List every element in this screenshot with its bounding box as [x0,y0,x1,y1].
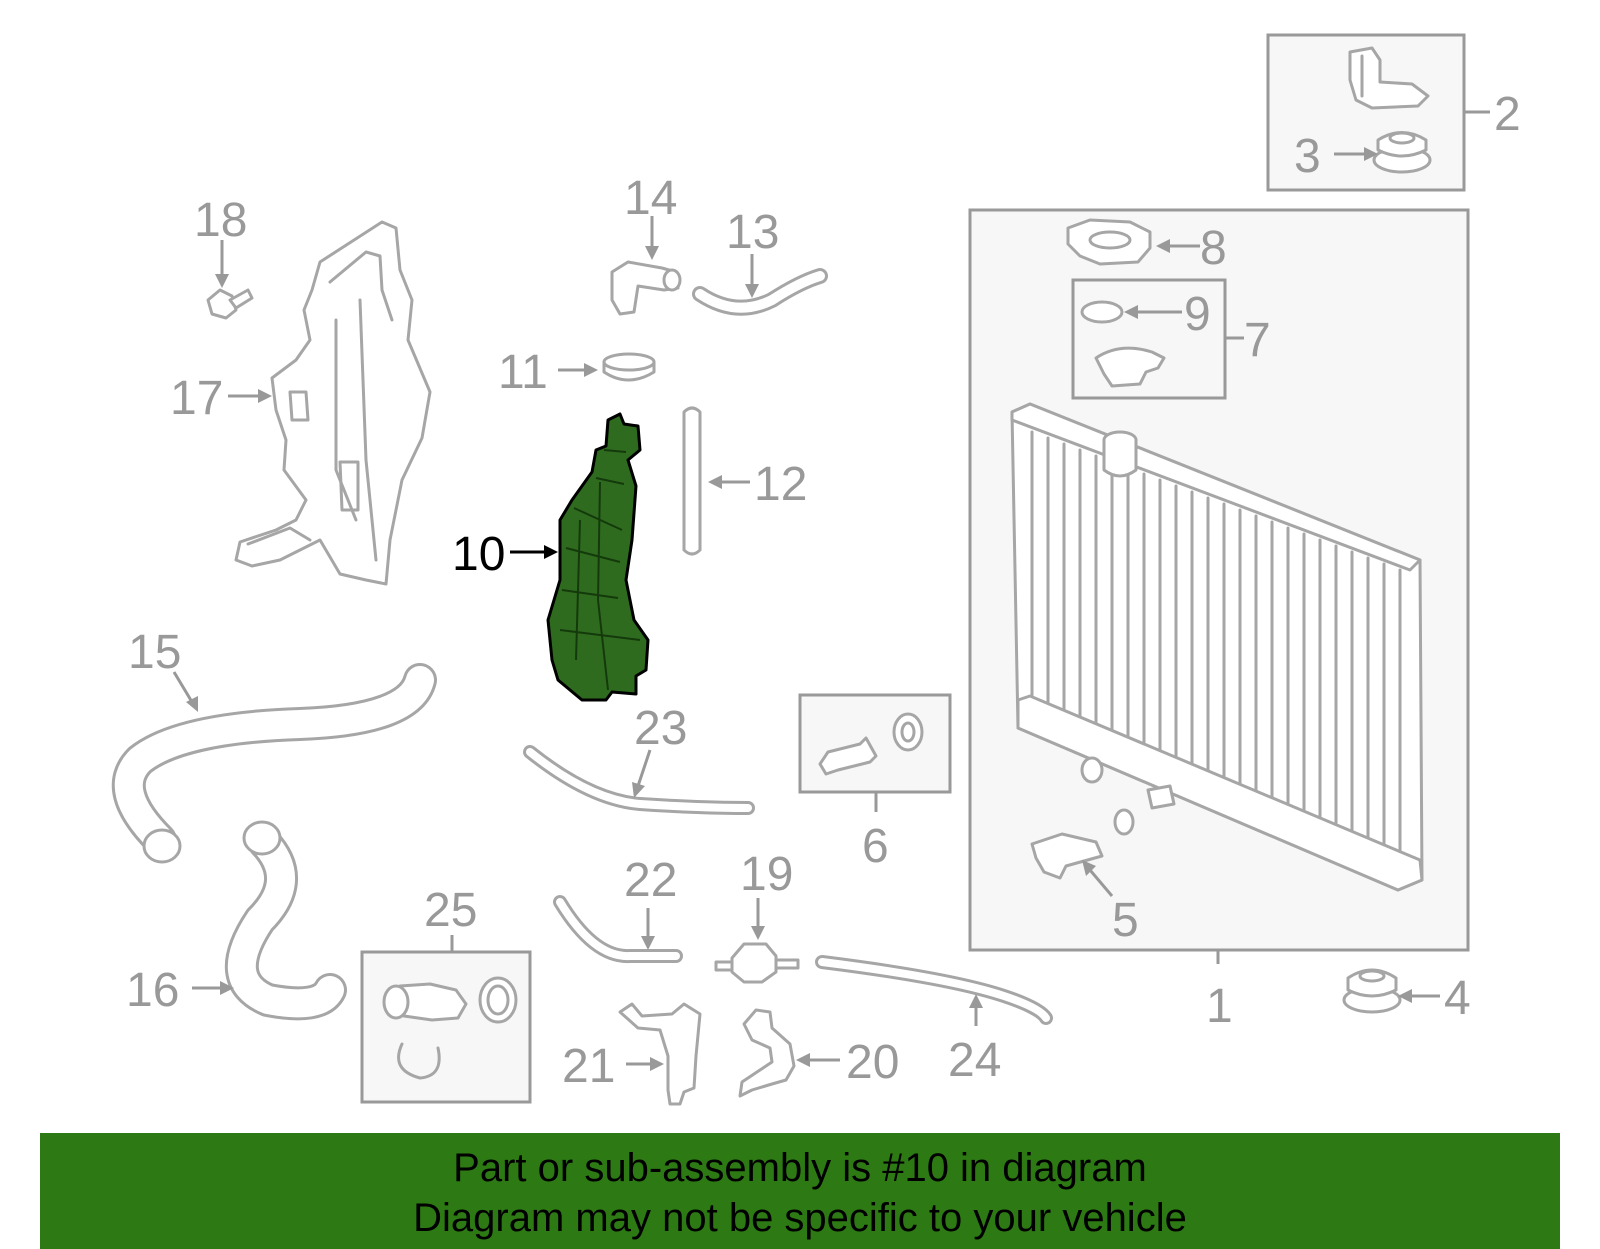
callout-labels: 1 2 3 4 5 6 7 8 9 10 11 12 13 14 15 16 1… [126,88,1521,1093]
callout-4: 4 [1444,972,1471,1025]
callout-13: 13 [726,206,779,259]
group-box-6 [798,693,952,794]
callout-12: 12 [754,458,807,511]
bracket-part-21 [618,1002,702,1106]
callout-3: 3 [1294,130,1321,183]
drain-plug-part-5 [1030,808,1135,880]
callout-17: 17 [170,372,223,425]
banner-disclaimer: Diagram may not be specific to your vehi… [413,1196,1187,1240]
callout-14: 14 [624,172,677,225]
callout-24: 24 [948,1034,1001,1087]
callout-11: 11 [498,346,548,399]
hose-part-23 [523,745,755,815]
fitting-part-14 [610,260,682,316]
hose-part-16 [224,820,347,1021]
callout-20: 20 [846,1036,899,1089]
leader-lines [172,110,1490,1071]
group-box-7 [1071,278,1227,400]
callout-9: 9 [1184,288,1211,341]
reservoir-tank-part-10 [546,412,650,702]
hose-part-22 [553,895,683,964]
parts-diagram: 1 2 3 4 5 6 7 8 9 10 11 12 13 14 15 16 1… [111,33,1521,1106]
hose-part-13 [692,268,828,316]
banner-part-note: Part or sub-assembly is #10 in diagram [453,1146,1147,1190]
callout-5: 5 [1112,894,1139,947]
radiator-part-1 [1010,402,1424,892]
sensor-part-6 [818,712,924,776]
callout-22: 22 [624,854,677,907]
gasket-part-9 [1080,300,1124,324]
bracket-part-2 [1348,46,1430,110]
tube-part-12 [682,406,702,556]
cap-seal-part-8 [1066,218,1152,266]
callout-15: 15 [128,626,181,679]
radiator-cap-part-7 [1094,346,1166,388]
callout-2: 2 [1494,88,1521,141]
callout-21: 21 [562,1040,615,1093]
valve-part-19 [714,942,800,984]
callout-23: 23 [634,702,687,755]
group-box-25 [360,950,532,1104]
callout-7: 7 [1244,314,1271,367]
callout-18: 18 [194,194,247,247]
thermostat-part-25 [382,976,518,1080]
grommet-part-3 [1372,131,1432,174]
bolt-part-18 [206,288,254,320]
reservoir-cap-part-11 [602,352,656,382]
callout-6: 6 [862,820,889,873]
info-banner: Part or sub-assembly is #10 in diagram D… [40,1133,1560,1249]
clip-part-20 [738,1008,796,1098]
hose-part-15 [111,663,437,864]
shroud-part-17 [234,220,432,586]
grommet-part-4 [1342,968,1402,1014]
callout-19: 19 [740,848,793,901]
hose-part-24 [815,955,1053,1025]
callout-8: 8 [1200,222,1227,275]
callout-16: 16 [126,964,179,1017]
callout-25: 25 [424,884,477,937]
callout-10: 10 [452,528,505,581]
callout-1: 1 [1206,980,1233,1033]
